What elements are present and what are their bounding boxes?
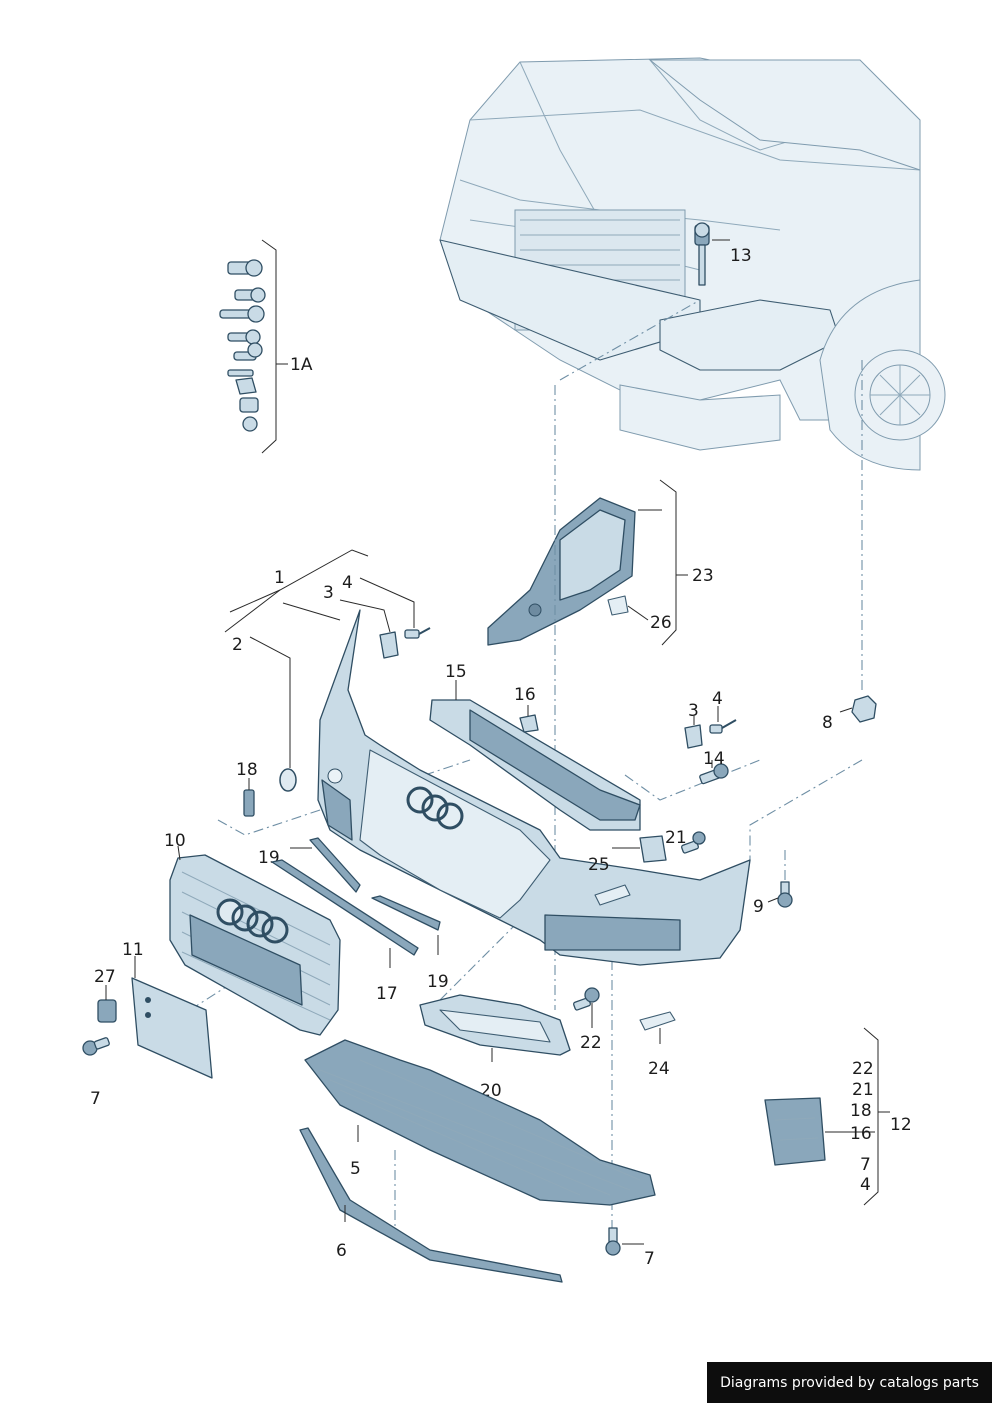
nut-27: 27 xyxy=(94,967,117,1023)
bolt-21: 21 xyxy=(665,828,706,854)
trim-strip-19-upper: 19 xyxy=(258,837,361,893)
callout-7-bottom: 7 xyxy=(644,1249,655,1269)
callout-4-right: 4 xyxy=(712,689,723,709)
callout-15: 15 xyxy=(445,662,467,682)
callout-7-left: 7 xyxy=(90,1089,101,1109)
callout-6: 6 xyxy=(336,1241,347,1261)
bracket-25: 25 xyxy=(588,835,667,875)
clip-18: 18 xyxy=(236,760,258,817)
kit-12-item-4: 4 xyxy=(860,1175,871,1195)
carrier-15: 15 xyxy=(429,662,641,831)
vehicle-front-ghost xyxy=(439,57,946,471)
screw-4-left: 4 xyxy=(342,573,431,639)
bolt-22: 22 xyxy=(573,987,602,1053)
kit-12-item-7: 7 xyxy=(860,1155,871,1175)
callout-18: 18 xyxy=(236,760,258,780)
bolt-9: 9 xyxy=(753,881,793,917)
clip-3-left: 3 xyxy=(323,583,399,659)
callout-3-right: 3 xyxy=(688,701,699,721)
credit-banner: Diagrams provided by catalogs parts xyxy=(707,1362,992,1403)
audi-rings-emblem-bumper xyxy=(406,786,464,830)
bracket-23: 23 26 xyxy=(487,479,714,646)
callout-24: 24 xyxy=(648,1059,670,1079)
callout-2: 2 xyxy=(232,635,243,655)
callout-21: 21 xyxy=(665,828,687,848)
callout-27: 27 xyxy=(94,967,116,987)
callout-16: 16 xyxy=(514,685,536,705)
callout-26: 26 xyxy=(650,613,672,633)
bolt-14: 14 xyxy=(699,749,729,785)
kit-12-item-22: 22 xyxy=(852,1059,874,1079)
screw-4-right: 4 xyxy=(709,689,737,734)
kit-12-item-16: 16 xyxy=(850,1124,872,1144)
callout-17: 17 xyxy=(376,984,398,1004)
audi-rings-emblem-grille xyxy=(216,898,289,944)
callout-19-lower: 19 xyxy=(427,972,449,992)
callout-3-left: 3 xyxy=(323,583,334,603)
callout-4-left: 4 xyxy=(342,573,353,593)
lower-grille-5: 5 xyxy=(304,1039,656,1206)
callout-11: 11 xyxy=(122,940,144,960)
bolt-7-bottom: 7 xyxy=(605,1227,655,1269)
fog-light-trim-20: 20 xyxy=(419,994,571,1101)
fastener-bag-12: 22 21 18 16 7 4 12 xyxy=(764,1027,912,1206)
seal-2: 2 xyxy=(232,635,297,792)
trim-strip-19-lower: 19 xyxy=(371,895,449,992)
grille-10: 10 xyxy=(164,831,341,1036)
trim-strip-17: 17 xyxy=(271,859,419,1004)
callout-5: 5 xyxy=(350,1159,361,1179)
callout-1a: 1A xyxy=(290,355,313,375)
bumper-cover-1: 1 xyxy=(224,549,751,966)
nut-8: 8 xyxy=(822,695,877,733)
plate-bracket-11: 11 xyxy=(122,940,213,1079)
clip-3-right: 3 xyxy=(684,701,703,749)
callout-22: 22 xyxy=(580,1033,602,1053)
bolt-7-left: 7 xyxy=(82,1037,110,1109)
callout-23: 23 xyxy=(692,566,714,586)
callout-10: 10 xyxy=(164,831,186,851)
callout-9: 9 xyxy=(753,897,764,917)
callout-13: 13 xyxy=(730,246,752,266)
callout-1: 1 xyxy=(274,568,285,588)
callout-14: 14 xyxy=(703,749,725,769)
kit-12-item-18: 18 xyxy=(850,1101,872,1121)
callout-8: 8 xyxy=(822,713,833,733)
clip-16: 16 xyxy=(514,685,539,733)
callout-25: 25 xyxy=(588,855,610,875)
callout-12: 12 xyxy=(890,1115,912,1135)
lower-trim-6: 6 xyxy=(299,1127,563,1283)
kit-12-item-21: 21 xyxy=(852,1080,874,1100)
fastener-kit-1a: 1A xyxy=(219,239,313,454)
bolt-13: 13 xyxy=(694,222,752,286)
tow-eye-cap-24: 24 xyxy=(639,1011,676,1079)
